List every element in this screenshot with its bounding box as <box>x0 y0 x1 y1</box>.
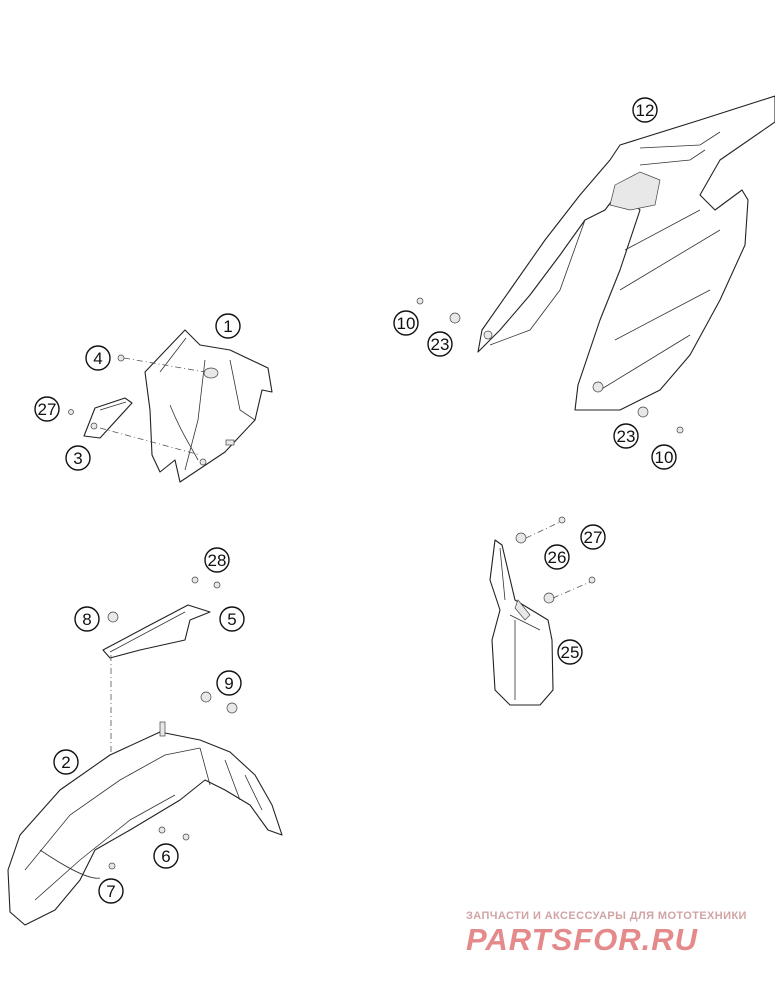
callout-10-bottom: 10 <box>651 444 677 470</box>
part-bracket <box>83 397 133 439</box>
part-headlight-mask <box>144 329 273 483</box>
callout-23-top: 23 <box>427 331 453 357</box>
part-fork-protector <box>489 539 554 706</box>
watermark-tagline: ЗАПЧАСТИ И АКСЕССУАРЫ ДЛЯ МОТОТЕХНИКИ <box>466 910 747 922</box>
bolt-10-top <box>416 297 424 305</box>
part-front-fender <box>7 721 283 926</box>
callout-10-top: 10 <box>393 310 419 336</box>
callout-4: 4 <box>85 345 111 371</box>
svg-text:7: 7 <box>106 882 115 901</box>
svg-text:10: 10 <box>655 448 674 467</box>
callout-26: 26 <box>544 544 570 570</box>
bolt-10-bottom <box>676 426 684 434</box>
callout-1: 1 <box>215 313 241 339</box>
svg-text:25: 25 <box>561 643 580 662</box>
washer-9-left <box>200 691 212 703</box>
callout-28: 28 <box>204 547 230 573</box>
svg-text:23: 23 <box>431 335 450 354</box>
svg-text:8: 8 <box>82 610 91 629</box>
svg-text:26: 26 <box>548 548 567 567</box>
callout-27-right: 27 <box>580 524 606 550</box>
washer-26-top <box>515 532 527 544</box>
callout-9: 9 <box>216 670 242 696</box>
svg-text:5: 5 <box>227 610 236 629</box>
svg-text:2: 2 <box>61 753 70 772</box>
washer-26-bottom <box>543 592 555 604</box>
screw-6-right <box>182 833 190 841</box>
callout-25: 25 <box>557 639 583 665</box>
callout-12: 12 <box>632 97 658 123</box>
svg-text:4: 4 <box>93 349 102 368</box>
callout-5: 5 <box>219 606 245 632</box>
callout-3: 3 <box>65 445 91 471</box>
screw-27-left <box>68 409 74 415</box>
screw-28-left <box>191 576 199 584</box>
part-fender-strip <box>102 604 211 659</box>
part-side-panels <box>477 95 775 411</box>
svg-text:28: 28 <box>208 551 227 570</box>
washer-23-bottom <box>637 406 649 418</box>
svg-text:27: 27 <box>38 400 57 419</box>
washer-9-right <box>226 702 238 714</box>
callout-7: 7 <box>98 878 124 904</box>
svg-text:1: 1 <box>223 317 232 336</box>
screw-27-bottom <box>588 576 596 584</box>
svg-text:10: 10 <box>397 314 416 333</box>
screw-6-left <box>158 826 166 834</box>
callout-8: 8 <box>74 606 100 632</box>
callout-27-left: 27 <box>34 396 60 422</box>
svg-text:9: 9 <box>224 674 233 693</box>
svg-text:3: 3 <box>73 449 82 468</box>
bolt-4 <box>117 354 125 362</box>
svg-text:12: 12 <box>636 101 655 120</box>
svg-text:23: 23 <box>617 427 636 446</box>
screw-28-right <box>213 581 221 589</box>
svg-text:27: 27 <box>584 528 603 547</box>
watermark-logo: PARTSFOR.RU <box>466 922 699 957</box>
washer-23-top <box>449 312 461 324</box>
callout-6: 6 <box>153 843 179 869</box>
callout-23-bottom: 23 <box>613 423 639 449</box>
svg-text:6: 6 <box>161 847 170 866</box>
nut-7 <box>108 862 116 870</box>
callout-2: 2 <box>53 749 79 775</box>
grommet-8 <box>107 611 119 623</box>
screw-27-top <box>558 516 566 524</box>
